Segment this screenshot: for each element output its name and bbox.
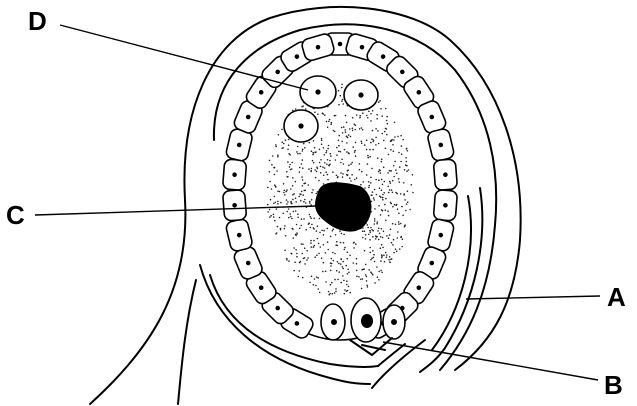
nucellus-cell xyxy=(222,190,246,222)
synergid-nucleus xyxy=(391,319,397,325)
label-a: A xyxy=(607,282,626,312)
egg-nucleus xyxy=(361,314,373,328)
leader-line-a xyxy=(466,296,600,299)
antipodal-nucleus xyxy=(358,92,363,97)
funiculus-inner-outline xyxy=(178,280,196,404)
nucellus-cell xyxy=(433,159,457,191)
egg-apparatus xyxy=(321,298,405,355)
nucellus-cell xyxy=(222,159,246,191)
antipodal-nucleus xyxy=(298,123,303,128)
leader-line-b xyxy=(383,342,598,380)
label-d: D xyxy=(28,6,47,36)
label-b: B xyxy=(604,370,623,400)
nucellus-cell xyxy=(433,190,457,222)
leader-line-d xyxy=(60,25,308,90)
antipodal-nucleus xyxy=(315,89,320,94)
label-c: C xyxy=(6,200,25,230)
synergid-nucleus xyxy=(331,319,337,325)
